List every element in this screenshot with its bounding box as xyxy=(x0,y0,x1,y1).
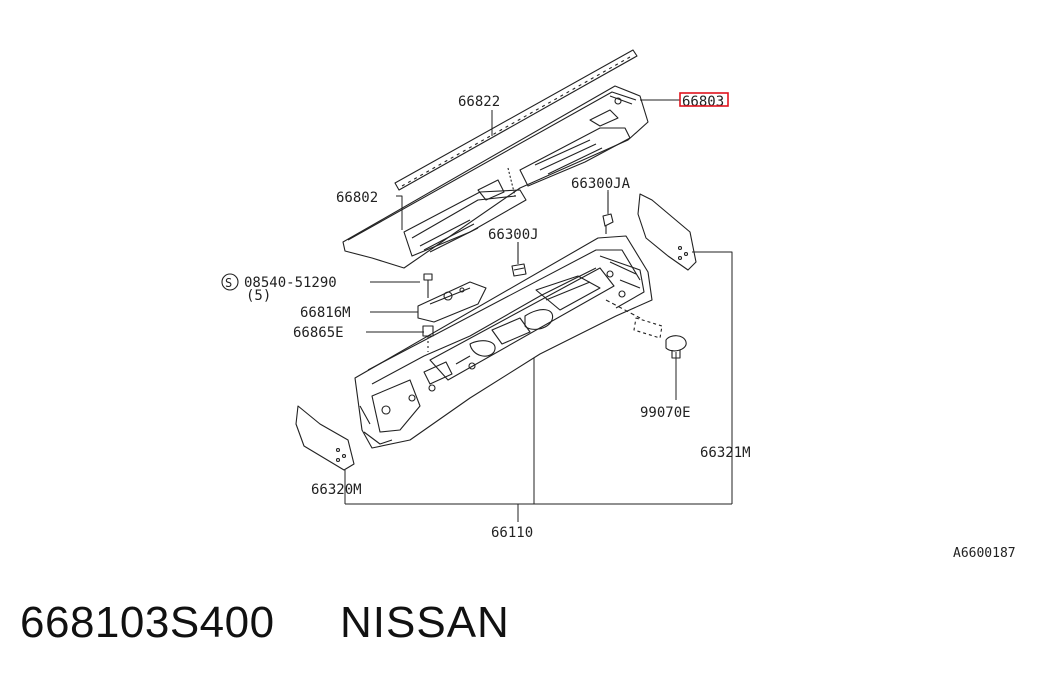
part-screw xyxy=(423,273,433,298)
part-99070e-grommet xyxy=(605,299,687,359)
label-66110: 66110 xyxy=(491,525,533,541)
leader-lines xyxy=(344,99,733,522)
label-66300j: 66300J xyxy=(488,227,539,243)
part-66816m-bracket xyxy=(417,281,487,323)
part-66321m-insulator xyxy=(637,193,697,271)
part-66865e-nut xyxy=(422,325,434,352)
label-66803: 66803 xyxy=(682,94,724,110)
part-66320m-insulator xyxy=(295,405,355,471)
part-66300j-clip xyxy=(511,242,527,277)
label-66320m: 66320M xyxy=(311,482,362,498)
s-circle-icon: S xyxy=(221,273,239,291)
part-66802-cowl-cover xyxy=(342,85,649,269)
brand-name: NISSAN xyxy=(340,598,510,647)
part-66822-seal xyxy=(394,49,638,191)
label-66822: 66822 xyxy=(458,94,500,110)
label-66321m: 66321M xyxy=(700,445,751,461)
label-66300ja: 66300JA xyxy=(571,176,631,192)
svg-text:S: S xyxy=(225,276,232,290)
highlight-box-66803 xyxy=(679,92,729,107)
label-66865e: 66865E xyxy=(293,325,344,341)
label-screw-code: 08540-51290 xyxy=(244,275,337,291)
part-66110-cowl-panel xyxy=(354,235,653,449)
label-screw-qty: (5) xyxy=(246,288,271,304)
part-number: 668103S400 xyxy=(20,598,275,647)
label-66802: 66802 xyxy=(336,190,378,206)
diagram-reference-code: A6600187 xyxy=(953,546,1016,561)
label-66816m: 66816M xyxy=(300,305,351,321)
label-99070e: 99070E xyxy=(640,405,691,421)
